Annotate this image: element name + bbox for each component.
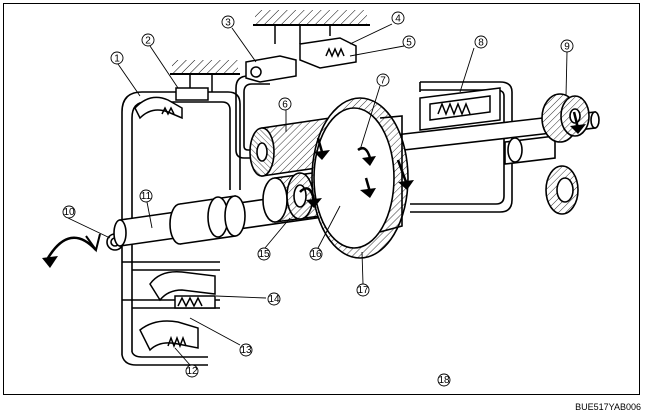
callout-7 [376,73,390,87]
callout-text-13: 13 [240,345,252,356]
callout-2 [141,33,155,47]
leader-lines [67,23,568,366]
callout-text-17: 17 [357,285,369,296]
callout-6 [278,97,292,111]
callout-9 [560,39,574,53]
figure-code: BUE517YAB006 [575,402,641,412]
callout-1 [110,51,124,65]
callout-text-10: 10 [63,207,75,218]
callout-5 [402,35,416,49]
callout-12 [185,364,199,378]
rotation-arrowheads [42,124,586,268]
housing-ground [170,10,370,92]
upper-tube [235,75,270,159]
callout-3 [221,15,235,29]
callout-text-5: 5 [406,38,412,49]
clutch-packs [134,37,501,352]
callout-10 [62,205,76,219]
callout-labels [62,11,574,387]
output-gear [541,93,590,215]
callout-text-6: 6 [282,100,288,111]
callout-text-18: 18 [438,375,450,386]
callout-15 [257,247,271,261]
callout-numbers: 1 2 3 4 5 6 7 8 9 10 11 12 13 14 15 16 1… [63,14,570,387]
callout-18 [437,373,451,387]
callout-text-15: 15 [258,249,270,260]
callout-text-8: 8 [478,38,484,49]
callout-17 [356,283,370,297]
callout-4 [391,11,405,25]
callout-14 [267,292,281,306]
callout-text-4: 4 [395,14,401,25]
callout-text-9: 9 [564,42,570,53]
figure-border [3,3,640,395]
callout-text-7: 7 [380,76,386,87]
carrier-frame [106,91,241,366]
callout-text-11: 11 [141,191,152,202]
callout-text-14: 14 [268,294,280,305]
callout-text-1: 1 [114,54,120,65]
callout-16 [309,247,323,261]
callout-text-12: 12 [186,366,198,377]
callout-text-16: 16 [310,249,322,260]
callout-text-3: 3 [225,18,231,29]
callout-8 [474,35,488,49]
ring-gear [311,97,409,259]
callout-13 [239,343,253,357]
callout-text-2: 2 [145,36,151,47]
callout-11 [139,189,153,203]
